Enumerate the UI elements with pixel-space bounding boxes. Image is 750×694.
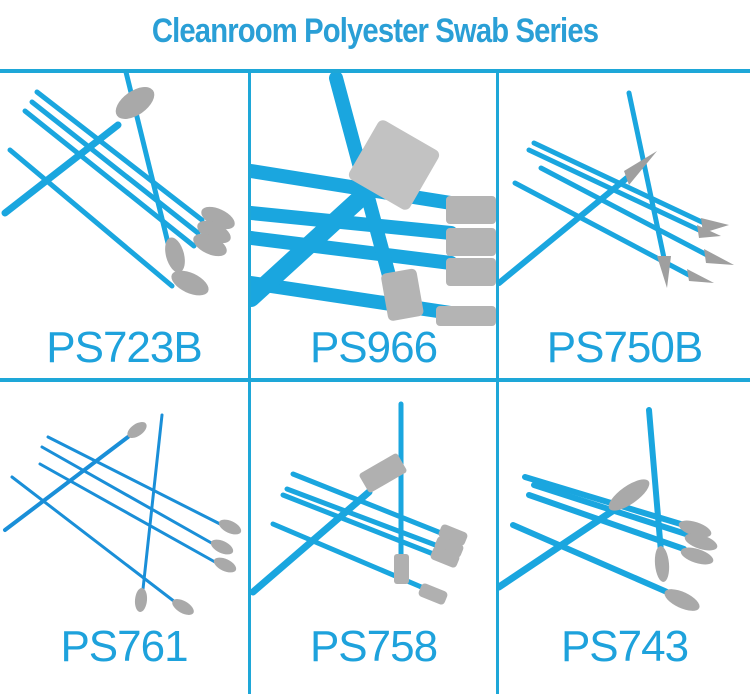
grid-divider-left [248, 69, 251, 694]
product-card-ps966[interactable]: PS966 [251, 73, 496, 379]
product-model-label: PS750B [546, 323, 703, 372]
product-card-ps743[interactable]: PS743 [499, 382, 750, 694]
swab-rectangular-tip-image [251, 401, 468, 605]
product-model-label: PS758 [309, 622, 438, 671]
product-model-label: PS761 [60, 622, 188, 671]
grid-divider-top [0, 69, 750, 73]
swab-round-tip-image [499, 407, 718, 611]
product-card-ps723b[interactable]: PS723B [0, 73, 248, 379]
grid-divider-middle [0, 378, 750, 382]
swab-large-rectangular-tip-image [251, 73, 496, 326]
swab-small-round-tip-image [3, 413, 242, 615]
product-card-ps761[interactable]: PS761 [0, 382, 248, 694]
product-model-label: PS966 [309, 323, 438, 372]
product-card-ps758[interactable]: PS758 [251, 382, 496, 694]
page-title: Cleanroom Polyester Swab Series [151, 12, 599, 50]
product-model-label: PS723B [46, 323, 202, 372]
swab-paddle-tip-image [1, 73, 235, 296]
product-card-ps750b[interactable]: PS750B [499, 73, 750, 379]
grid-divider-right [496, 69, 499, 694]
product-model-label: PS743 [560, 622, 689, 671]
swab-pointed-tip-image [499, 90, 734, 288]
